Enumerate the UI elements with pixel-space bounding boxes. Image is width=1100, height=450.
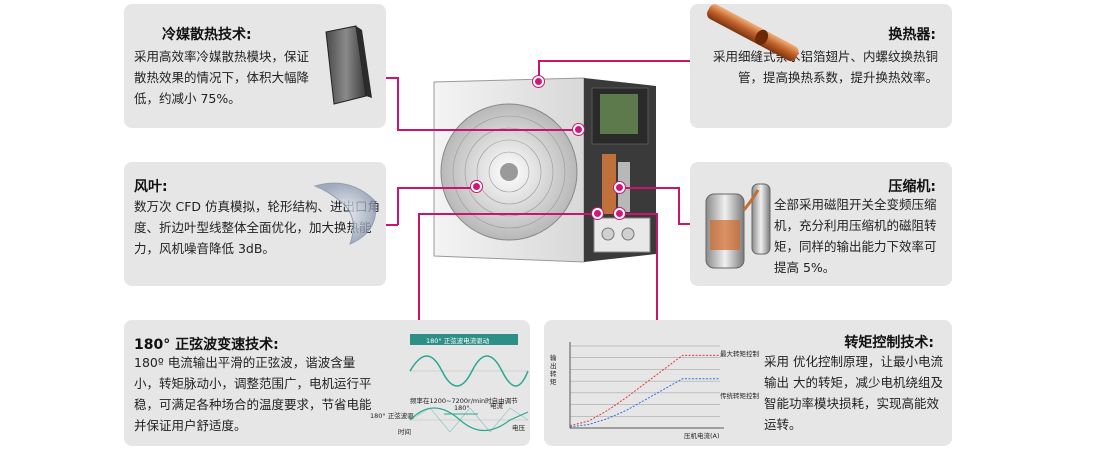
card-sine: 180° 正弦波变速技术: 180º 电流输出平滑的正弦波，谐波含量小，转矩脉动… bbox=[124, 320, 530, 446]
exchanger-title: 换热器: bbox=[888, 27, 936, 43]
outdoor-unit-illustration bbox=[433, 77, 656, 263]
sine-title: 180° 正弦波变速技术: bbox=[134, 337, 279, 353]
fan-title: 风叶: bbox=[134, 179, 168, 195]
hotspot-fan[interactable] bbox=[471, 181, 482, 192]
coolant-body: 采用高效率冷媒散热模块，保证散热效果的情况下，体积大幅降低，约减小 75%。 bbox=[134, 49, 310, 106]
sine-chart: 180° 正弦波电流驱动 频率在1200~7200r/min时自由调节 180°… bbox=[370, 334, 530, 436]
fan-body: 数万次 CFD 仿真模拟，轮形结构、进出口角度、折边叶型线整体全面优化，加大换热… bbox=[134, 199, 380, 256]
fan-blade-image bbox=[313, 182, 377, 245]
card-compressor: 压缩机: 全部采用磁阻开关全变频压缩机，充分利用压缩机的磁阻转矩，同样的输出能力… bbox=[690, 162, 952, 286]
sine-left-label: 180° 正弦波驱 bbox=[370, 412, 414, 420]
card-coolant: 冷媒散热技术: 采用高效率冷媒散热模块，保证散热效果的情况下，体积大幅降低，约减… bbox=[124, 4, 386, 128]
hotspot-compressor[interactable] bbox=[614, 182, 625, 193]
sine-angle-label: 180° bbox=[454, 404, 470, 412]
leader-fan-v bbox=[397, 187, 399, 225]
leader-compressor-h bbox=[620, 187, 678, 189]
coolant-module-image bbox=[325, 25, 372, 105]
leader-coolant-h bbox=[386, 77, 398, 79]
leader-coolant-v bbox=[397, 77, 399, 129]
leader-torque-h bbox=[620, 213, 656, 215]
leader-compressor-v bbox=[678, 187, 680, 223]
torque-series-line-0 bbox=[569, 354, 720, 427]
compressor-image bbox=[705, 183, 771, 269]
torque-axes bbox=[569, 342, 724, 429]
hotspot-exchanger[interactable] bbox=[533, 76, 544, 87]
leader-compressor-h2 bbox=[678, 223, 690, 225]
exchanger-body: 采用细缝式亲水铝箔翅片、内螺纹换热铜管，提高换热系数，提升换热效率。 bbox=[712, 49, 938, 85]
torque-xlabel: 压机电流(A) bbox=[684, 432, 720, 440]
leader-sine-v bbox=[418, 213, 420, 320]
outdoor-unit bbox=[433, 77, 656, 263]
sine-body: 180º 电流输出平滑的正弦波，谐波含量小，转矩脉动小，调整范围广，电机运行平稳… bbox=[134, 355, 372, 433]
sine-waves bbox=[409, 355, 529, 433]
coolant-title: 冷媒散热技术: bbox=[162, 27, 252, 43]
hotspot-sine[interactable] bbox=[592, 208, 603, 219]
sine-banner bbox=[410, 334, 518, 345]
leader-fan-h2 bbox=[397, 187, 477, 189]
leader-exchanger-v bbox=[538, 60, 540, 82]
torque-plot bbox=[569, 342, 724, 429]
legend-max-torque: 最大转矩控制 bbox=[720, 350, 759, 358]
leader-sine-h bbox=[418, 213, 596, 215]
sine-note: 频率在1200~7200r/min时自由调节 bbox=[410, 397, 518, 405]
leader-fan-h bbox=[386, 224, 398, 226]
sine-voltage-label: 电压 bbox=[512, 424, 525, 432]
compressor-title: 压缩机: bbox=[888, 179, 936, 195]
legend-traditional-torque: 传统转矩控制 bbox=[720, 392, 759, 400]
leader-coolant-h2 bbox=[397, 129, 579, 131]
torque-title: 转矩控制技术: bbox=[844, 335, 934, 351]
torque-body: 采用 优化控制原理，让最小电流输出 大的转矩，减少电机绕组及智能功率模块损耗，实… bbox=[764, 354, 943, 432]
torque-series-line-1 bbox=[569, 378, 720, 428]
sine-time-label: 时间 bbox=[398, 428, 411, 436]
card-fan: 风叶: 数万次 CFD 仿真模拟，轮形结构、进出口角度、折边叶型线整体全面优化，… bbox=[124, 162, 386, 286]
torque-ylabel: 输出转矩 bbox=[550, 354, 557, 386]
copper-tube-image bbox=[707, 4, 799, 62]
hotspot-coolant[interactable] bbox=[573, 124, 584, 135]
torque-chart: 输出转矩 压机电流(A) 最大转矩控制 传统转矩控制 bbox=[548, 332, 764, 442]
compressor-body: 全部采用磁阻开关全变频压缩机，充分利用压缩机的磁阻转矩，同样的输出能力下效率可提… bbox=[774, 197, 937, 275]
card-torque: 转矩控制技术: 采用 优化控制原理，让最小电流输出 大的转矩，减少电机绕组及智能… bbox=[544, 320, 952, 446]
sine-banner-text: 180° 正弦波电流驱动 bbox=[426, 337, 490, 345]
sine-current-label: 电流 bbox=[490, 402, 503, 410]
card-exchanger: 换热器: 采用细缝式亲水铝箔翅片、内螺纹换热铜管，提高换热系数，提升换热效率。 bbox=[690, 4, 952, 128]
leader-torque-v bbox=[656, 213, 658, 320]
leader-exchanger-h bbox=[538, 60, 690, 62]
hotspot-torque[interactable] bbox=[614, 208, 625, 219]
